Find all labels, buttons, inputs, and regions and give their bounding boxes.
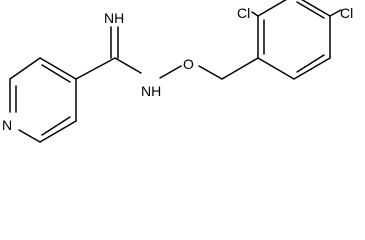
para-chlorine-label: Cl <box>340 5 353 21</box>
bond <box>18 129 41 143</box>
double-bond-inner <box>296 54 325 73</box>
double-bond-inner <box>41 116 71 136</box>
bond <box>257 57 295 80</box>
bond <box>251 11 259 17</box>
bond <box>301 0 331 17</box>
bond <box>9 57 41 80</box>
dichlorophenyl-ring <box>251 0 342 80</box>
pyridine-ring <box>9 57 77 143</box>
bond <box>114 57 142 74</box>
double-bond-inner <box>296 1 325 19</box>
bond <box>159 65 182 79</box>
amide-nh-label: NH <box>141 83 161 99</box>
bond <box>329 9 342 17</box>
bond <box>198 65 223 80</box>
oxygen-label: O <box>183 56 194 72</box>
double-bond-inner <box>41 64 71 83</box>
bond <box>221 57 259 80</box>
bond <box>75 57 116 80</box>
imine-nh-label: NH <box>104 10 124 26</box>
chemical-structure: NH NH O N Cl Cl <box>2 0 353 143</box>
amidoxime-linker <box>75 26 259 80</box>
bond <box>39 57 77 80</box>
pyridine-nitrogen-label: N <box>2 117 12 133</box>
ortho-chlorine-label: Cl <box>237 5 250 21</box>
bond <box>293 57 331 80</box>
bond <box>39 120 77 143</box>
bond <box>257 0 287 17</box>
